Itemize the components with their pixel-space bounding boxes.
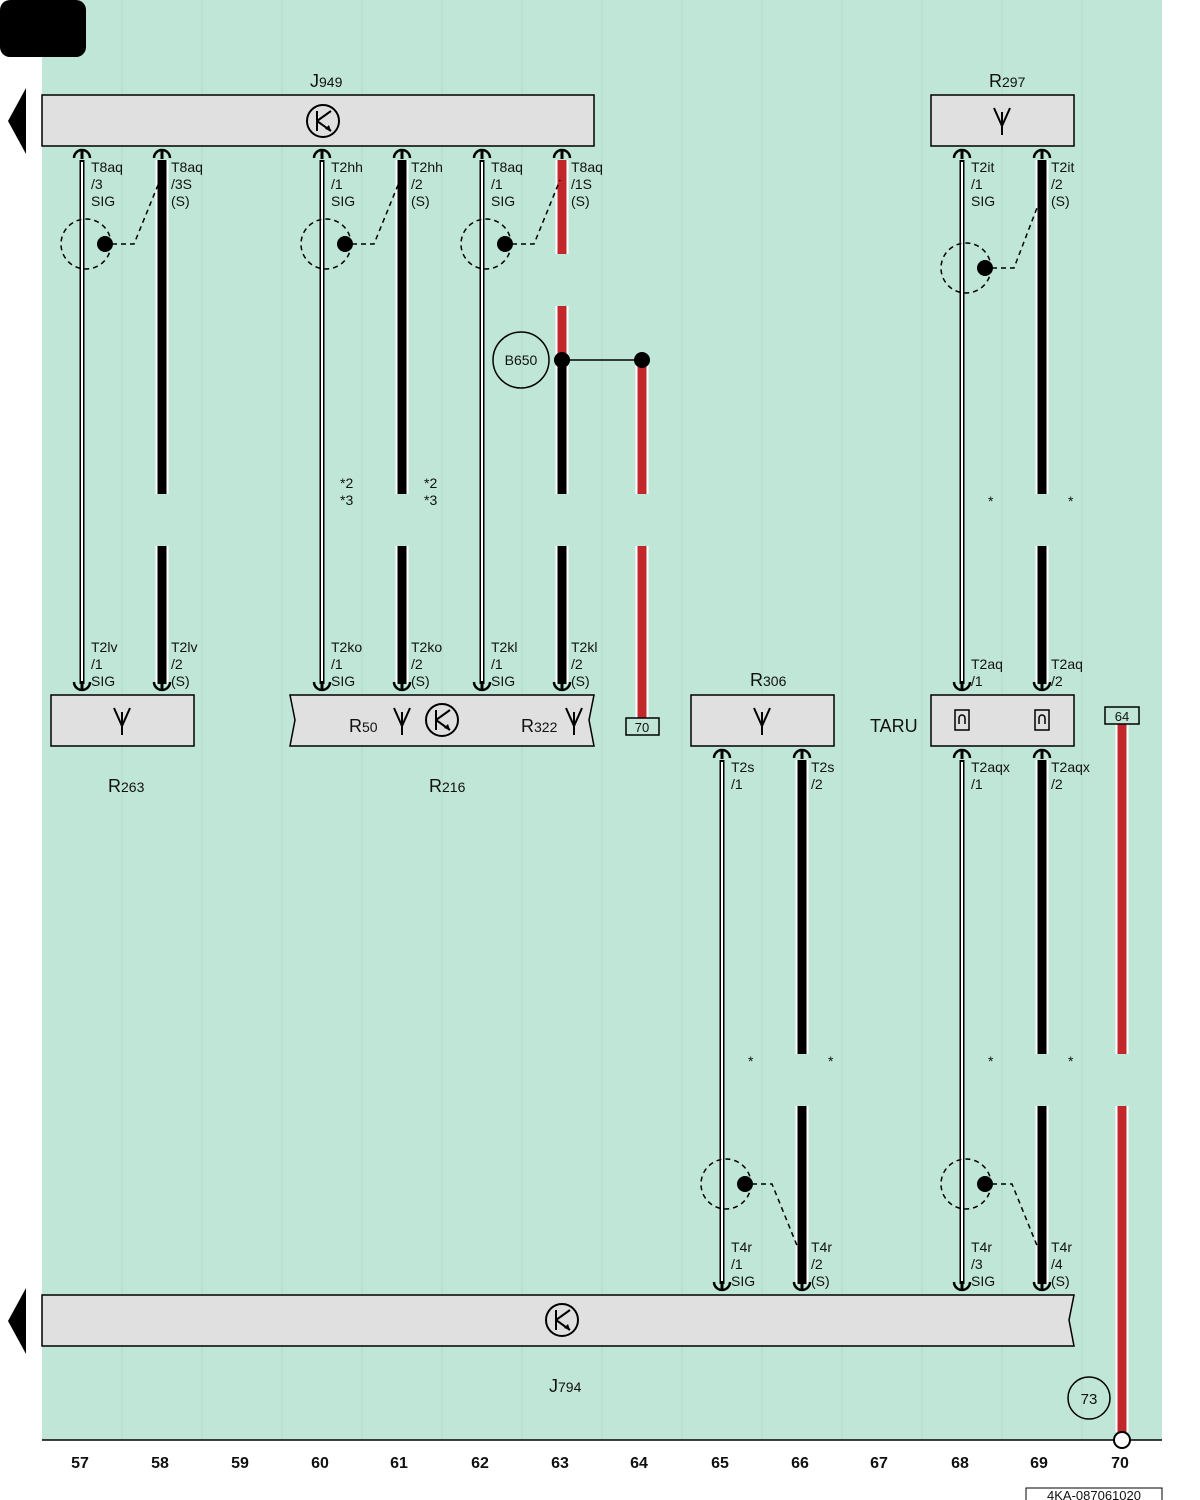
page-tab: [0, 0, 86, 57]
column-number: 65: [711, 1455, 729, 1472]
column-number: 69: [1030, 1455, 1048, 1472]
ref-70: 70: [625, 717, 660, 736]
pin-label: T2s/1: [731, 759, 754, 792]
pin-label: T2it/2(S): [1051, 159, 1074, 209]
pin-label: T2aqx/1: [971, 759, 1010, 792]
column-number: 66: [791, 1455, 809, 1472]
column-number: 70: [1111, 1455, 1129, 1472]
j949-label: J949: [310, 71, 343, 91]
j794-label: J794: [549, 1376, 582, 1396]
r322-label: R322: [521, 716, 558, 736]
pin-label: T2aq/2: [1051, 656, 1083, 689]
doc-id: 4KA-087061020: [1047, 1488, 1141, 1500]
ref-73: 73: [1067, 1376, 1111, 1420]
ref-73-label: 73: [1081, 1391, 1098, 1408]
shield-dots: [97, 236, 993, 1192]
pin-label: T8aq/3S(S): [171, 159, 203, 209]
b650-label: B650: [505, 352, 538, 368]
pin-label: T2s/2: [811, 759, 834, 792]
star-mark: *: [1068, 493, 1074, 509]
continuation-arrow-bottom: [8, 1288, 26, 1354]
column-number: 64: [630, 1455, 648, 1472]
column-number: 60: [311, 1455, 329, 1472]
column-number: 57: [71, 1455, 89, 1472]
socket-icon: [1034, 709, 1050, 731]
antenna-icon: [393, 707, 411, 735]
r216-label: R216: [429, 776, 466, 796]
taru-label: TARU: [870, 716, 918, 736]
antenna-icon: [565, 707, 583, 735]
module-taru: [930, 694, 1075, 747]
r306-label: R306: [750, 670, 787, 690]
control-unit-icon: [545, 1303, 579, 1337]
column-number: 58: [151, 1455, 169, 1472]
column-number: 68: [951, 1455, 969, 1472]
pin-label: T4r/2(S): [811, 1239, 832, 1289]
column-number: 59: [231, 1455, 249, 1472]
pin-label: T2aq/1: [971, 656, 1003, 689]
wires: [79, 160, 1129, 1432]
pin-label: T2aqx/2: [1051, 759, 1090, 792]
footnote-60: *2*3: [340, 475, 353, 508]
star-mark: *: [988, 493, 994, 509]
footnote-61: *2*3: [424, 475, 437, 508]
column-grid: [121, 0, 1083, 1440]
socket-icon: [954, 709, 970, 731]
pin-label: T2kl/2(S): [571, 639, 597, 689]
control-unit-icon: [306, 104, 340, 138]
column-number: 62: [471, 1455, 489, 1472]
continuation-arrow-top: [8, 88, 26, 154]
r50-label: R50: [349, 716, 378, 736]
control-unit-icon: [425, 703, 459, 737]
antenna-icon: [753, 707, 771, 735]
r297-label: R297: [989, 71, 1026, 91]
pin-label: T4r/4(S): [1051, 1239, 1072, 1289]
column-number: 67: [870, 1455, 888, 1472]
r263-label: R263: [108, 776, 145, 796]
footnotes: *2*3 *2*3 * * * * * *: [340, 475, 1074, 1069]
star-mark: *: [828, 1053, 834, 1069]
column-numbers: 57 58 59 60 61 62 63 64 65 66 67 68 69 7…: [71, 1455, 1129, 1472]
star-mark: *: [988, 1053, 994, 1069]
star-mark: *: [748, 1053, 754, 1069]
antenna-icon: [993, 107, 1011, 135]
antenna-icon: [113, 707, 131, 735]
pin-label: T2ko/2(S): [411, 639, 442, 689]
terminal-end: [1113, 1431, 1131, 1449]
ref-64: 64: [1104, 706, 1140, 725]
doc-id-box: [1025, 1487, 1163, 1500]
ref-70-label: 70: [635, 720, 649, 735]
column-number: 61: [390, 1455, 408, 1472]
pin-label: T8aq/1S(S): [571, 159, 603, 209]
module-r216: [289, 694, 595, 747]
column-number: 63: [551, 1455, 569, 1472]
pin-label: T2hh/2(S): [411, 159, 443, 209]
star-mark: *: [1068, 1053, 1074, 1069]
pin-label: T2lv/2(S): [171, 639, 197, 689]
b650-ground: B650: [492, 331, 550, 389]
ref-64-label: 64: [1115, 709, 1129, 724]
